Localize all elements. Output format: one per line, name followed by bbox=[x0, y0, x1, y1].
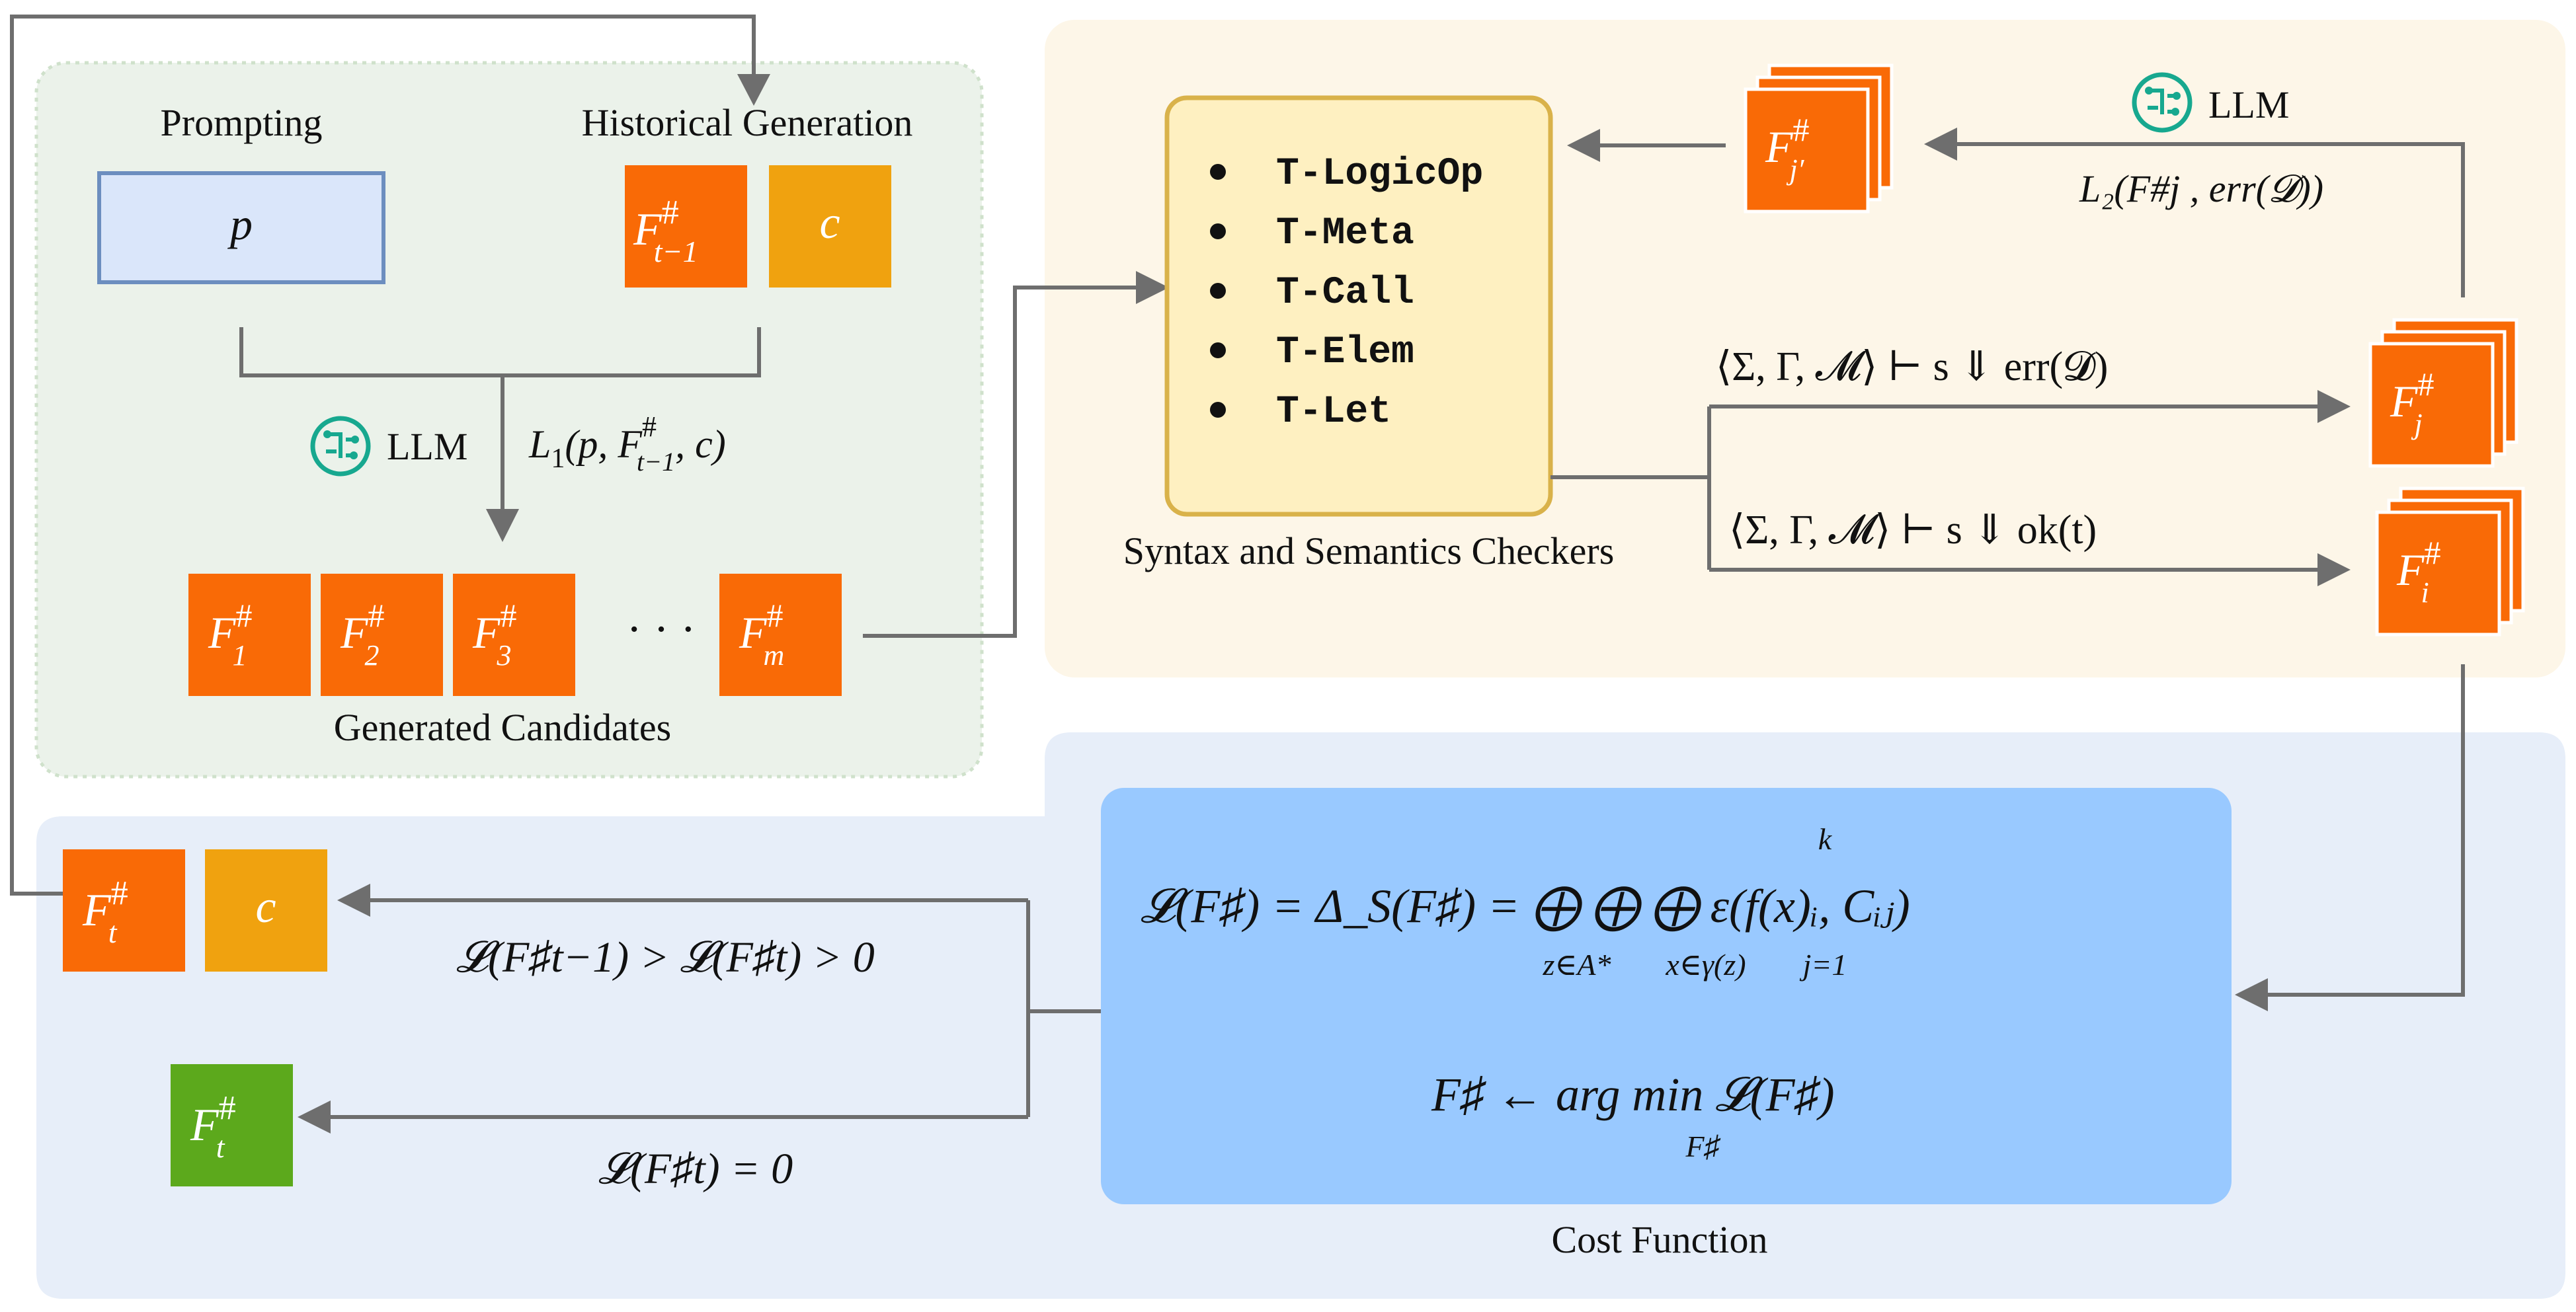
fj-layer bbox=[2368, 342, 2495, 468]
historical-c-label: c bbox=[819, 198, 840, 249]
rule-item: T-Elem bbox=[1276, 331, 1414, 374]
rule-item: T-Meta bbox=[1276, 212, 1414, 255]
fj-prime-stack: F#j′ bbox=[1744, 63, 1894, 213]
candidates-to-checker-arrowhead bbox=[1136, 271, 1169, 304]
candidate-box bbox=[719, 574, 842, 696]
cost-box bbox=[1101, 788, 2232, 1204]
cost-caption: Cost Function bbox=[1551, 1218, 1767, 1261]
ok-to-cost-arrowhead bbox=[2235, 978, 2268, 1011]
cond-equal-zero: 𝓛(F♯t) = 0 bbox=[598, 1145, 793, 1193]
rule-item: T-Call bbox=[1276, 272, 1414, 315]
sum-sub-1: z∈A* bbox=[1542, 948, 1611, 982]
fi-label: F#i bbox=[2396, 534, 2441, 609]
ft-c-box bbox=[205, 849, 327, 972]
err-judgment: ⟨Σ, Γ, 𝓜⟩ ⊢ s ⇓ err(𝓓) bbox=[1716, 344, 2108, 389]
rule-bullet bbox=[1210, 283, 1226, 299]
rule-item: T-Let bbox=[1276, 391, 1391, 434]
candidate-box bbox=[453, 574, 575, 696]
candidate-label: F#m bbox=[739, 597, 784, 672]
fj-prime-label: F#j′ bbox=[1765, 111, 1810, 186]
rule-bullet bbox=[1210, 164, 1226, 180]
fj-stack: F#j bbox=[2368, 318, 2518, 468]
ok-judgment: ⟨Σ, Γ, 𝓜⟩ ⊢ s ⇓ ok(t) bbox=[1729, 508, 2097, 553]
ok-to-cost-line bbox=[2251, 664, 2465, 997]
ft-green-label: F#t bbox=[190, 1089, 236, 1164]
gt-branch-arrowhead bbox=[337, 884, 370, 917]
llm-brain-icon bbox=[310, 416, 371, 477]
ft-orange-box bbox=[63, 849, 185, 972]
rule-bullet bbox=[1210, 342, 1226, 358]
rule-item: T-LogicOp bbox=[1276, 153, 1483, 196]
merge-bracket bbox=[239, 327, 761, 377]
candidate-label: F#1 bbox=[208, 597, 253, 672]
llm-label-2: LLM bbox=[2208, 83, 2289, 126]
historical-f-box bbox=[625, 165, 747, 288]
candidate-label: F#2 bbox=[340, 597, 385, 672]
fj-prime-layer bbox=[1744, 87, 1870, 213]
prompting-label: Prompting bbox=[161, 101, 323, 144]
repair-loop-line bbox=[1941, 142, 2465, 297]
llm-label-1: LLM bbox=[387, 425, 467, 468]
merge-to-candidates-arrowhead bbox=[486, 509, 519, 542]
eq-branch-arrowhead bbox=[298, 1100, 331, 1134]
candidate-label: F#3 bbox=[472, 597, 517, 672]
sum-sub-2: x∈γ(z) bbox=[1665, 948, 1746, 982]
feedback-loop-line bbox=[10, 15, 756, 896]
fi-layer bbox=[2375, 510, 2501, 637]
candidates-ellipsis: · · · bbox=[627, 604, 696, 655]
prompt-box bbox=[97, 171, 385, 284]
historical-c-box bbox=[769, 165, 891, 288]
candidates-to-checker-line bbox=[863, 286, 1154, 638]
fj-label: F#j bbox=[2390, 366, 2435, 440]
checker-caption: Syntax and Semantics Checkers bbox=[1123, 529, 1615, 572]
ft-c-label: c bbox=[255, 882, 276, 933]
err-branch-arrowhead bbox=[2317, 390, 2351, 423]
ft-orange-label: F#t bbox=[82, 874, 128, 949]
rule-bullet bbox=[1210, 402, 1226, 418]
ft-green-box bbox=[171, 1064, 293, 1186]
argmin-sub: F♯ bbox=[1685, 1130, 1720, 1163]
sum-sub-3: j=1 bbox=[1800, 948, 1847, 982]
candidate-row: F#1 F#2 F#3 F#m bbox=[188, 574, 842, 696]
rule-bullet bbox=[1210, 223, 1226, 239]
feedback-loop-arrowhead bbox=[737, 74, 770, 106]
cost-formula-line1: 𝓛(F♯) = Δ_S(F♯) = ⨁ ⨁ ⨁ ε(f(x)ᵢ, Cᵢⱼ) bbox=[1141, 880, 1910, 933]
historical-generation-label: Historical Generation bbox=[582, 101, 913, 144]
checker-box bbox=[1164, 95, 1553, 517]
prompt-symbol: p bbox=[227, 199, 253, 249]
llm-brain-icon-2 bbox=[2132, 72, 2193, 133]
ok-branch-arrowhead bbox=[2317, 553, 2351, 586]
repair-loop-arrowhead bbox=[1924, 128, 1957, 161]
fi-stack: F#i bbox=[2375, 486, 2525, 637]
cond-greater-than: 𝓛(F♯t−1) > 𝓛(F♯t) > 0 bbox=[456, 933, 875, 982]
historical-f-label: F#t−1 bbox=[633, 194, 698, 268]
fj-prime-to-checker-arrowhead bbox=[1567, 129, 1600, 162]
candidates-caption: Generated Candidates bbox=[334, 706, 672, 749]
sum-sup-3: k bbox=[1818, 822, 1833, 856]
candidate-box bbox=[188, 574, 311, 696]
l1-formula: L1(p, F#t−1, c) bbox=[528, 410, 726, 477]
l2-formula: L₂(F#j , err(𝓓)) bbox=[2079, 167, 2323, 210]
cost-formula-line2: F♯ ← arg min 𝓛(F♯) bbox=[1431, 1068, 1835, 1121]
candidate-box bbox=[321, 574, 443, 696]
